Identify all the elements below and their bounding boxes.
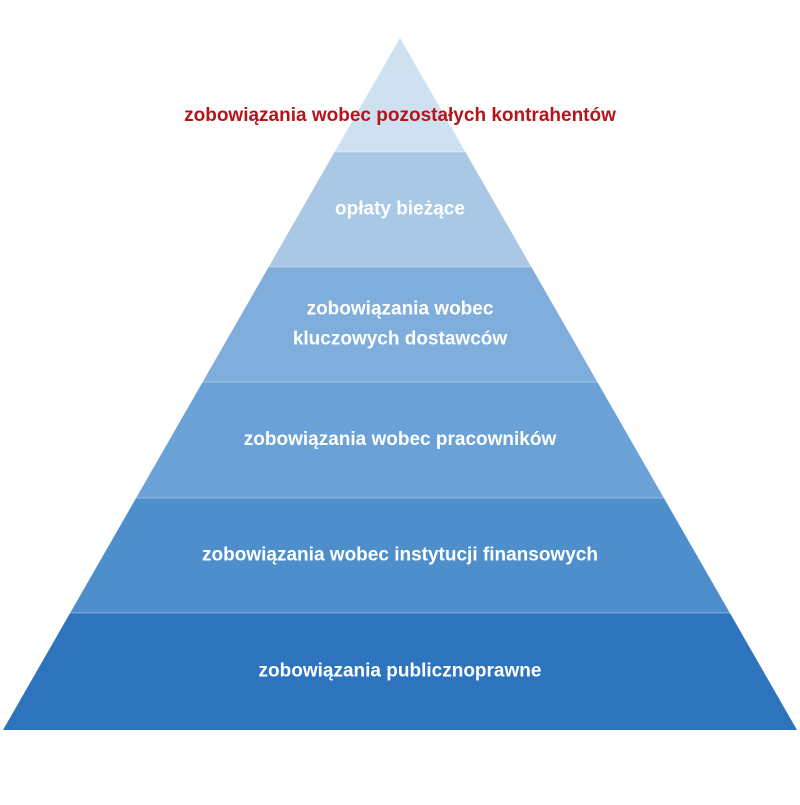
pyramid-level-5 (70, 498, 730, 613)
pyramid-level-6-label: zobowiązania publicznoprawne (259, 661, 542, 682)
pyramid-level-6 (3, 613, 797, 730)
pyramid-level-1 (334, 38, 466, 152)
pyramid-level-1-label: zobowiązania wobec pozostałych kontrahen… (184, 105, 616, 126)
pyramid-level-5-label: zobowiązania wobec instytucji finansowyc… (202, 545, 598, 566)
pyramid-level-3 (202, 267, 598, 382)
pyramid-level-2 (268, 152, 532, 267)
pyramid-level-3-label: zobowiązania wobec (307, 299, 494, 320)
pyramid-level-2-label: opłaty bieżące (335, 199, 465, 220)
pyramid-level-3-label: kluczowych dostawców (293, 329, 508, 350)
pyramid-level-4 (136, 382, 664, 498)
pyramid-level-4-label: zobowiązania wobec pracowników (244, 429, 557, 450)
